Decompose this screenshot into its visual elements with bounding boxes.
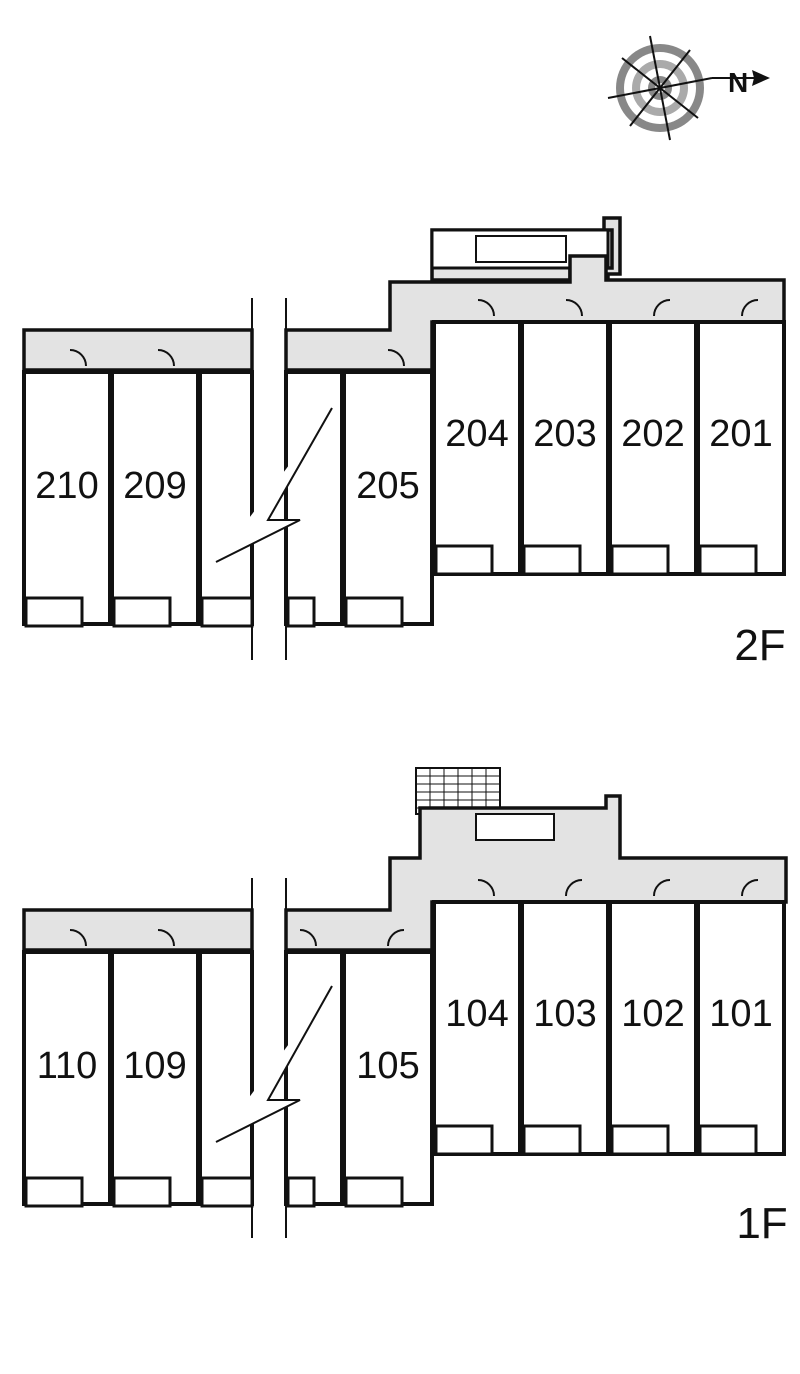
north-label: N xyxy=(728,67,748,98)
unit-label: 210 xyxy=(35,465,98,507)
unit-label: 202 xyxy=(621,413,684,455)
staircase-icon xyxy=(475,235,567,263)
compass-rose-icon: N xyxy=(607,35,770,141)
door-icon xyxy=(69,299,759,367)
unit-label: 201 xyxy=(709,413,772,455)
unit-label: 103 xyxy=(533,993,596,1035)
floor-1f-plan: 110 109 105 104 103 102 101 1F xyxy=(22,767,788,1248)
staircase-icon xyxy=(475,813,555,841)
unit-label: 205 xyxy=(356,465,419,507)
unit-label: 209 xyxy=(123,465,186,507)
unit-label: 109 xyxy=(123,1045,186,1087)
unit-label: 101 xyxy=(709,993,772,1035)
floor-label: 2F xyxy=(734,621,785,670)
unit-label: 104 xyxy=(445,993,508,1035)
floor-label: 1F xyxy=(736,1199,787,1248)
unit-label: 110 xyxy=(37,1045,98,1087)
unit-label: 105 xyxy=(356,1045,419,1087)
unit-label: 204 xyxy=(445,413,508,455)
unit-label: 203 xyxy=(533,413,596,455)
door-icon xyxy=(69,879,759,947)
unit-label: 102 xyxy=(621,993,684,1035)
floor-2f-plan: 210 209 205 204 203 202 201 2F xyxy=(22,216,786,670)
